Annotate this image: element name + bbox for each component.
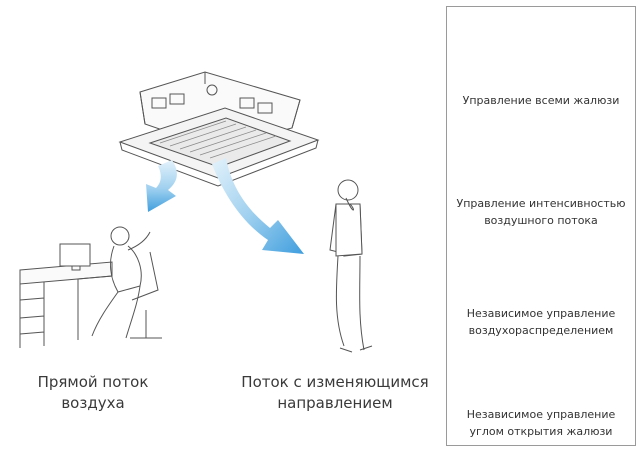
standing-man-icon — [329, 179, 373, 353]
changing-flow-line2: направлением — [277, 394, 393, 412]
direct-flow-arrow — [146, 160, 177, 212]
direct-flow-text: Прямой поток воздуха — [37, 373, 149, 412]
panel-item-4-line2: углом открытия жалюзи — [469, 425, 613, 438]
panel-item-4-label: Независимое управление углом открытия жа… — [446, 406, 636, 440]
panel-item-1-line1: Управление всеми жалюзи — [462, 94, 620, 107]
direct-flow-caption: Прямой поток воздуха — [4, 372, 182, 414]
panel-item-3-line2: воздухораспределением — [468, 324, 614, 337]
woman-at-desk-icon — [19, 226, 162, 348]
panel-item-4-line1: Независимое управление — [466, 408, 616, 421]
panel-item-3-line1: Независимое управление — [466, 307, 616, 320]
changing-flow-caption: Поток с изменяющимся направлением — [232, 372, 438, 414]
changing-flow-line1: Поток с изменяющимся — [241, 373, 429, 391]
panel-item-1-label: Управление всеми жалюзи — [446, 92, 636, 109]
cassette-air-conditioner-icon — [118, 71, 320, 187]
panel-item-2-line2: воздушного потока — [484, 214, 598, 227]
panel-item-2-line1: Управление интенсивностью — [456, 197, 626, 210]
control-features-panel — [446, 6, 636, 446]
panel-item-3-label: Независимое управление воздухораспределе… — [446, 305, 636, 339]
panel-item-2-label: Управление интенсивностью воздушного пот… — [446, 195, 636, 229]
changing-flow-arrow — [212, 158, 304, 254]
